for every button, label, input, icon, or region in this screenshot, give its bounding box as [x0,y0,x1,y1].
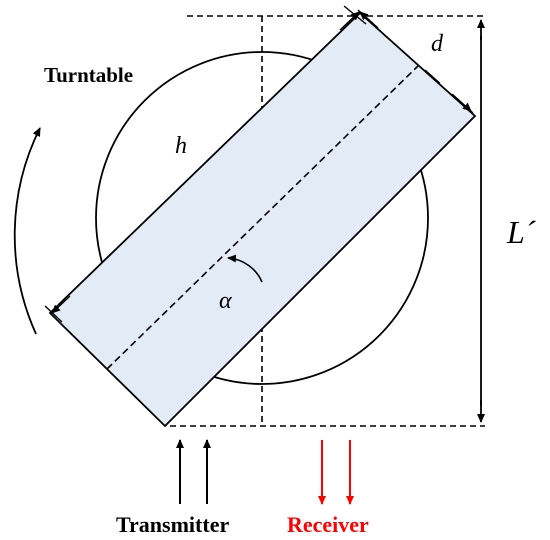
transmitter-label: Transmitter [116,512,229,537]
d-label: d [431,31,444,57]
d-dim-arrow-top [359,11,379,29]
receiver-label: Receiver [287,512,369,537]
h-label: h [175,133,187,159]
alpha-arc [227,254,263,283]
rotation-arrow [13,127,41,335]
sample-centerline [106,65,419,370]
h-dim-tick-bottom [44,305,63,323]
alpha-label: α [219,288,232,314]
d-dim-arrow-bottom [451,93,472,112]
sample-rectangle [48,11,477,428]
length-label: L´ [506,214,537,250]
h-dim-arrow-top [339,11,360,31]
h-dim-arrow-bottom [51,295,71,314]
turntable-label: Turntable [44,63,133,87]
